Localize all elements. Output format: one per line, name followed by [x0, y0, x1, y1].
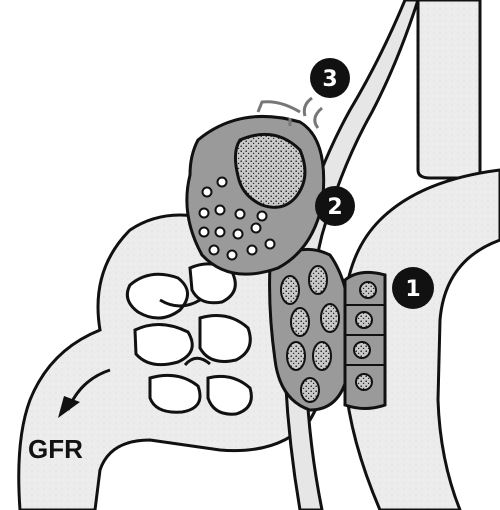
granular-cells — [270, 249, 351, 410]
macula-densa — [345, 272, 385, 408]
gfr-label: GFR — [28, 434, 83, 464]
marker-3: 3 — [310, 58, 350, 98]
marker-2-label: 2 — [327, 195, 342, 220]
marker-1-label: 1 — [405, 277, 420, 302]
marker-1: 1 — [392, 267, 434, 309]
marker-2: 2 — [315, 186, 355, 226]
marker-3-label: 3 — [322, 67, 337, 92]
vertical-vessel — [418, 0, 480, 178]
